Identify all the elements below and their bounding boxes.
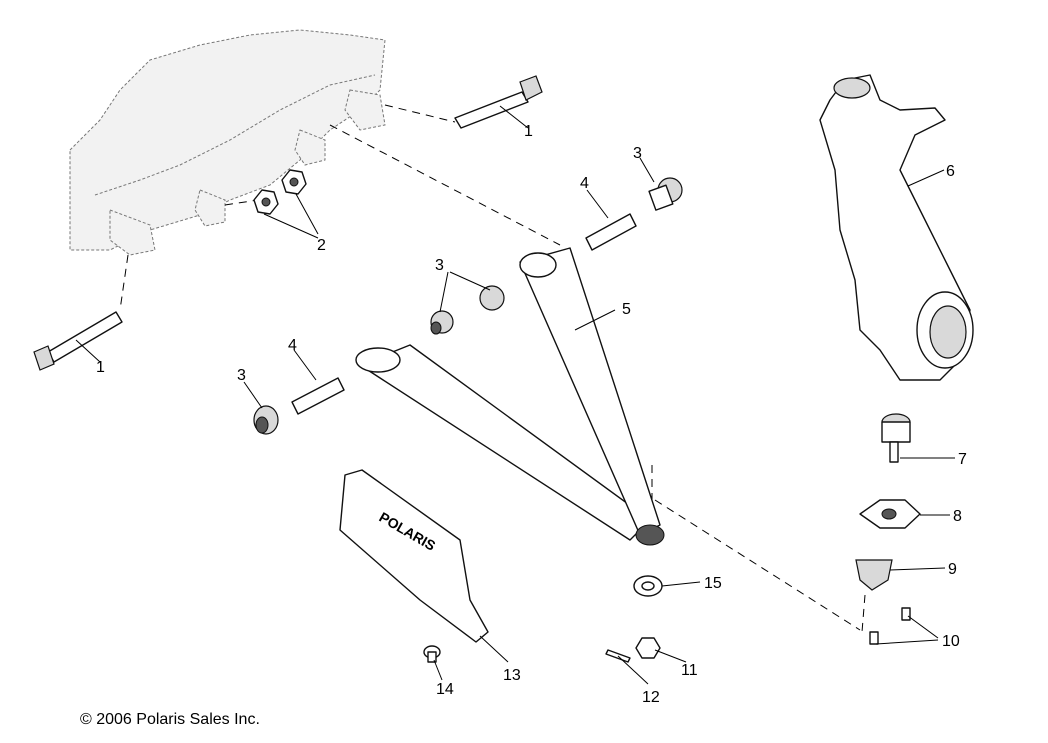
bolt-upper [454,75,543,129]
a-arm [355,247,665,546]
guard-screw [423,645,441,663]
copyright-notice: © 2006 Polaris Sales Inc. [80,711,260,728]
vehicle-frame [69,29,386,256]
callout-8: 8 [953,508,962,525]
retainer-plate [859,499,921,529]
callout-2: 2 [317,237,326,254]
bushing-middle-pair [430,285,505,335]
callout-4-lower: 4 [288,337,297,354]
callout-3-top: 3 [633,145,642,162]
nut-pair [253,169,307,215]
leader-lines [75,105,955,685]
screw-pair [869,607,911,645]
callout-6: 6 [946,163,955,180]
callout-13: 13 [503,667,521,684]
a-arm-guard: POLARIS [339,469,489,643]
callout-3-middle: 3 [435,257,444,274]
callout-14: 14 [436,681,454,698]
callout-4-upper: 4 [580,175,589,192]
dust-boot [855,559,893,591]
callout-3-left: 3 [237,367,246,384]
callout-7: 7 [958,451,967,468]
callout-1-upper: 1 [524,123,533,140]
callout-12: 12 [642,689,660,706]
callout-15: 15 [704,575,722,592]
callout-5: 5 [622,301,631,318]
callout-9: 9 [948,561,957,578]
callout-11: 11 [681,662,698,679]
callout-10: 10 [942,633,960,650]
callout-labels: 1 1 2 3 3 3 4 4 5 6 7 8 9 10 11 12 13 14… [96,123,967,706]
castle-nut [635,637,661,659]
assembly-centerlines [119,104,866,633]
steering-knuckle [819,74,974,381]
ball-joint [881,413,911,463]
bushing-top [648,177,683,211]
washer [633,575,663,597]
spacer-tube-upper [585,213,637,251]
bushing-left [253,405,279,435]
spacer-tube-lower [291,377,345,415]
callout-1-lower: 1 [96,359,105,376]
bolt-lower [33,311,123,371]
